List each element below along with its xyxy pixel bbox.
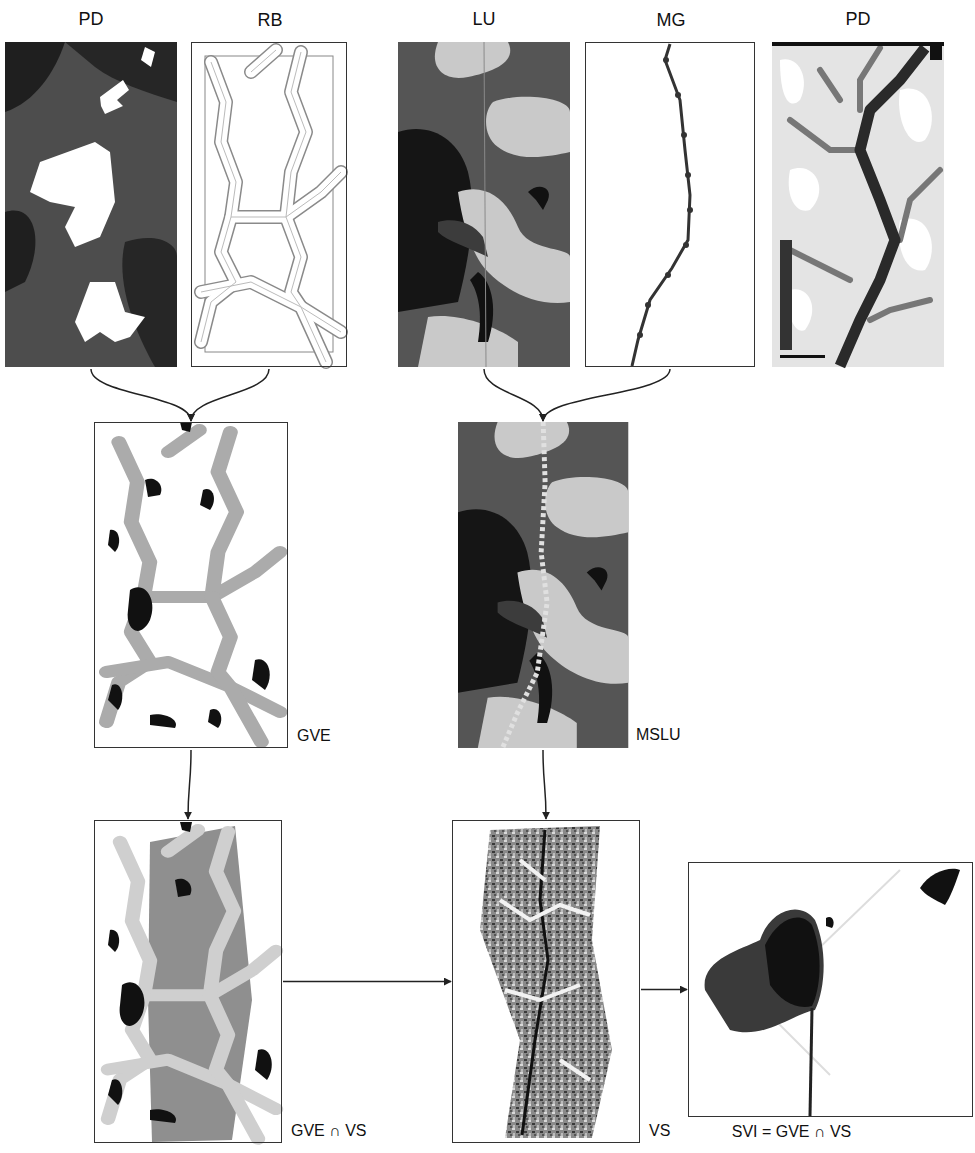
map-panel: GVE xyxy=(94,422,288,748)
panel-label: MG xyxy=(657,11,686,31)
flow-arrow xyxy=(641,989,687,991)
panel-label: SVI = GVE ∩ VS xyxy=(732,1123,852,1141)
map-panel: PD xyxy=(5,42,177,367)
panel-label: PD xyxy=(845,10,870,30)
map-panel: PD xyxy=(772,42,944,367)
map-panel: LU xyxy=(398,42,570,367)
panel-label: MSLU xyxy=(636,726,680,744)
flow-arrow xyxy=(543,369,670,421)
flow-arrow xyxy=(283,981,451,983)
map-panel: VS xyxy=(452,820,640,1143)
panel-label: GVE xyxy=(297,727,331,745)
flow-arrow xyxy=(191,369,269,421)
flow-arrow xyxy=(543,750,546,819)
map-panel: MSLU xyxy=(458,422,628,748)
panel-label: GVE ∩ VS xyxy=(291,1122,367,1140)
panel-label: RB xyxy=(257,11,282,31)
flow-arrow xyxy=(91,369,191,421)
map-panel: MG xyxy=(585,42,755,367)
map-panel: RB xyxy=(191,42,347,367)
flow-arrow xyxy=(188,750,191,819)
panel-label: VS xyxy=(649,1122,670,1140)
flow-arrow xyxy=(484,369,543,421)
panel-label: LU xyxy=(472,10,495,30)
panel-label: PD xyxy=(78,10,103,30)
map-panel: GVE ∩ VS xyxy=(94,820,282,1143)
map-panel: SVI = GVE ∩ VS xyxy=(688,862,973,1117)
